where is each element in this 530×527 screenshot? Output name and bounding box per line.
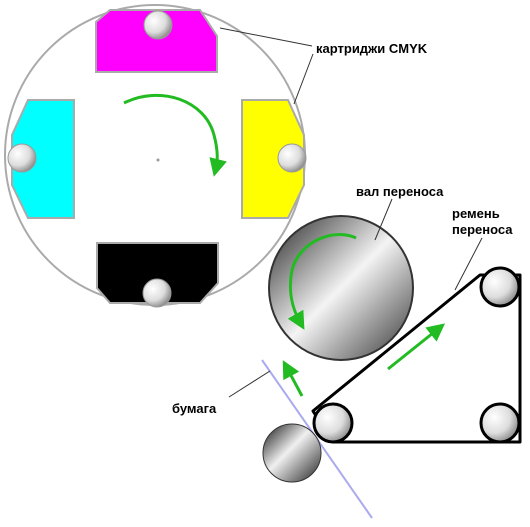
cartridges-leader-right	[293, 53, 314, 105]
cartridges-leader-top	[219, 27, 313, 47]
transfer-roller	[268, 215, 414, 361]
cartridge-black	[96, 242, 219, 308]
paper-motion-arrow-icon	[282, 360, 304, 397]
transfer-belt	[311, 266, 522, 444]
clockwise-arrow-icon	[123, 93, 227, 177]
transfer-belt-label-line2: переноса	[452, 222, 513, 237]
paper-feed-roller	[262, 423, 322, 483]
counterclockwise-arrow-icon	[287, 233, 357, 330]
cartridge-cyan	[7, 99, 75, 219]
belt-roller-bottom-right	[479, 402, 521, 444]
belt-roller-left	[312, 402, 354, 444]
paper-leader	[228, 370, 271, 398]
cartridge-magenta	[95, 9, 218, 73]
cartridge-carousel	[4, 4, 307, 308]
transfer-belt-label-line1: ремень	[452, 206, 500, 221]
transfer-roller-label: вал переноса	[356, 184, 444, 199]
transfer-roller-leader	[374, 198, 393, 241]
cartridge-yellow	[241, 99, 307, 219]
belt-roller-top-right	[479, 266, 521, 308]
carousel-center-dot	[156, 158, 160, 162]
transfer-belt-leader	[454, 237, 483, 291]
cartridges-label: картриджи CMYK	[316, 41, 428, 56]
paper-label: бумага	[172, 401, 217, 416]
belt-motion-arrow-icon	[387, 323, 446, 371]
